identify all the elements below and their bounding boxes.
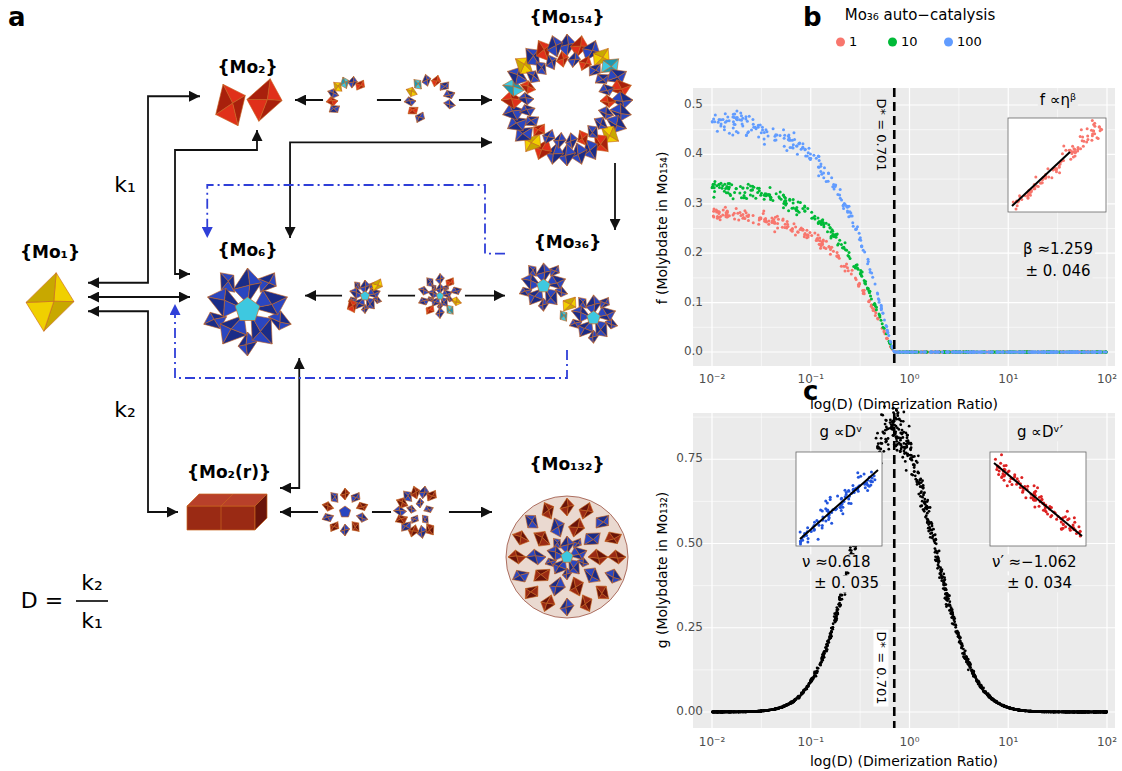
figure: {Mo₁}{Mo₂}{Mo₁₅₄}{Mo₆}{Mo₃₆}{Mo₂(r)}{Mo₁…	[0, 0, 1122, 771]
